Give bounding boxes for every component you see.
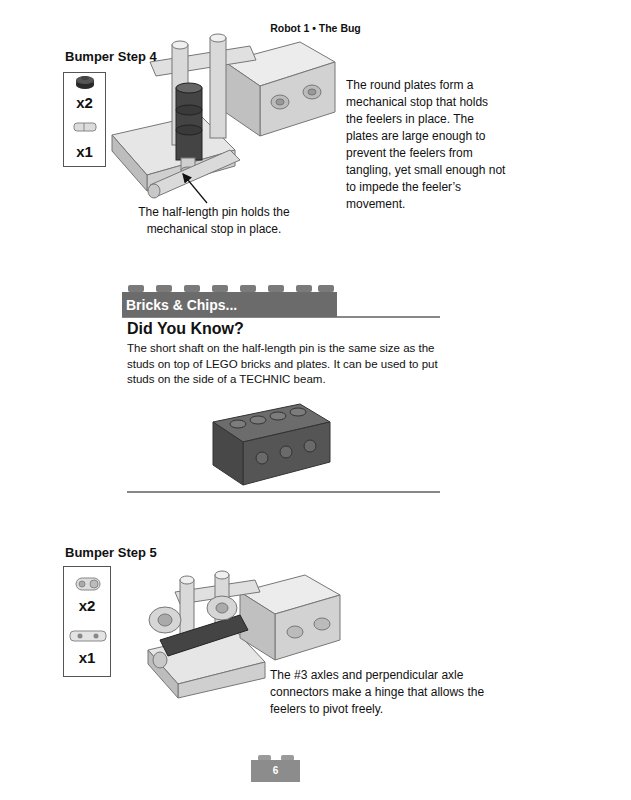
- technic-brick: [213, 404, 330, 485]
- leader-line: [183, 174, 207, 203]
- description-text: The #3 axles and perpendicular axle conn…: [270, 667, 510, 718]
- node-text: Bricks & Chips...: [126, 296, 237, 314]
- node-text: 6: [251, 764, 300, 778]
- section-heading: Did You Know?: [127, 319, 427, 339]
- page-number-brick: 6: [251, 760, 300, 782]
- step-heading: Bumper Step 4: [65, 49, 265, 65]
- step-heading: Bumper Step 5: [65, 545, 265, 561]
- round-plate-icon: [76, 76, 94, 89]
- section-band: Bricks & Chips...: [122, 292, 337, 317]
- part-count: x2: [64, 597, 110, 615]
- parts-box: x2 x1: [63, 72, 106, 167]
- rule-line: [127, 492, 440, 493]
- body-text: The short shaft on the half-length pin i…: [127, 341, 445, 388]
- half-pin-icon: [74, 123, 96, 131]
- description-text: The round plates form a mechanical stop …: [346, 77, 506, 213]
- part-count: x1: [64, 143, 105, 161]
- band-studs: [128, 285, 334, 292]
- callout-text: The half-length pin holds the mechanical…: [130, 204, 298, 238]
- axle-connector-icon: [76, 578, 100, 590]
- page-header: Robot 1 • The Bug: [0, 22, 631, 34]
- axle-icon: [70, 631, 106, 641]
- part-count: x1: [64, 649, 110, 667]
- parts-box: x2 x1: [63, 566, 111, 677]
- part-count: x2: [64, 94, 105, 112]
